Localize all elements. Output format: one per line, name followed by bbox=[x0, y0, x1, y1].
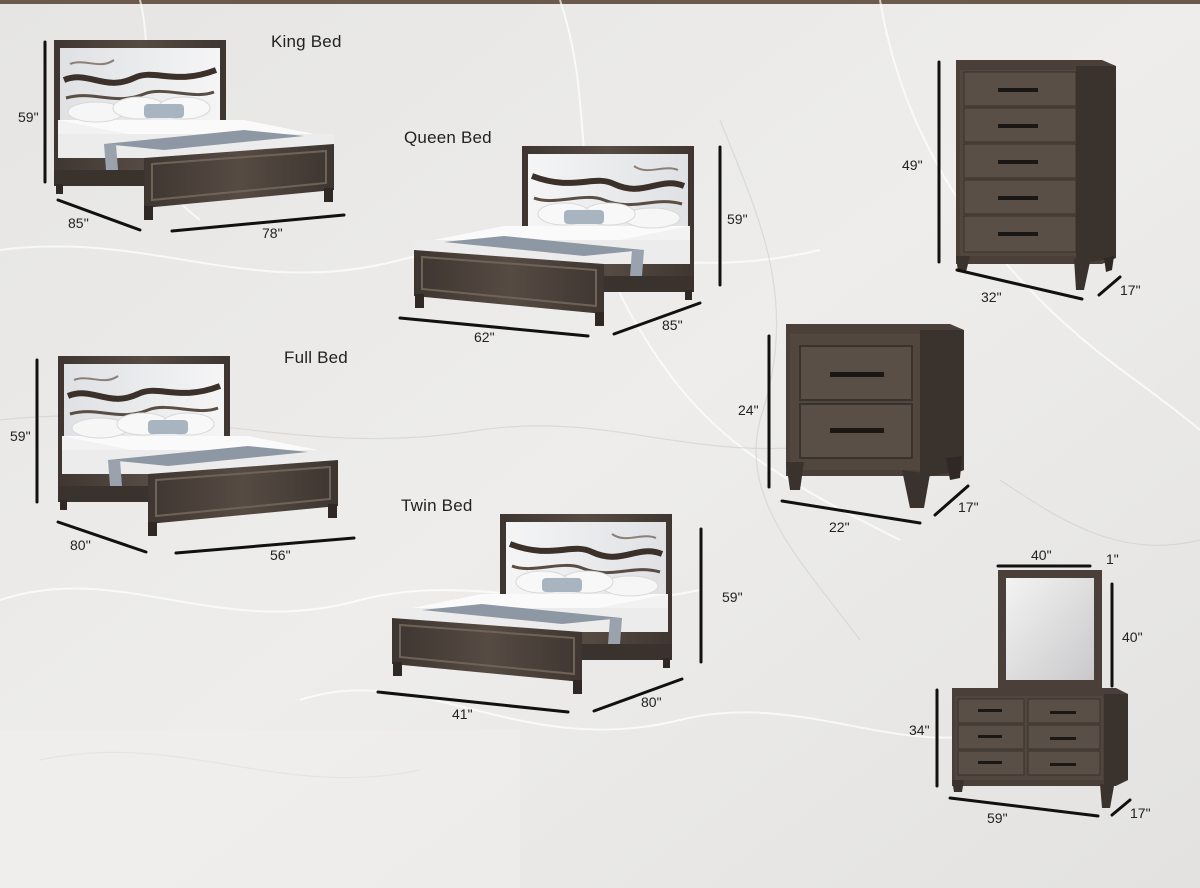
mirror-width-label: 40" bbox=[1031, 547, 1052, 563]
dresser-height-label: 34" bbox=[909, 722, 930, 738]
full-width-label: 56" bbox=[270, 547, 291, 563]
dresser-width-label: 59" bbox=[987, 810, 1008, 826]
mirror-depth-label: 1" bbox=[1106, 551, 1119, 567]
dresser-mirror-drawing bbox=[952, 570, 1128, 808]
queen-width-label: 62" bbox=[474, 329, 495, 345]
queen-bed-title: Queen Bed bbox=[404, 128, 492, 147]
chest-height-label: 49" bbox=[902, 157, 923, 173]
queen-height-label: 59" bbox=[727, 211, 748, 227]
mirror-height-label: 40" bbox=[1122, 629, 1143, 645]
king-length-label: 85'' bbox=[68, 215, 89, 231]
dimension-lines bbox=[35, 40, 1132, 818]
full-length-label: 80'' bbox=[70, 537, 91, 553]
king-height-label: 59" bbox=[18, 109, 39, 125]
king-width-label: 78" bbox=[262, 225, 283, 241]
king-bed-title: King Bed bbox=[271, 32, 342, 51]
twin-height-label: 59" bbox=[722, 589, 743, 605]
chest-width-label: 32" bbox=[981, 289, 1002, 305]
top-border bbox=[0, 0, 1200, 4]
twin-bed-title: Twin Bed bbox=[401, 496, 473, 515]
full-height-label: 59" bbox=[10, 428, 31, 444]
nightstand-depth-label: 17" bbox=[958, 499, 979, 515]
dresser-depth-label: 17" bbox=[1130, 805, 1151, 821]
chest-depth-label: 17" bbox=[1120, 282, 1141, 298]
nightstand-height-label: 24" bbox=[738, 402, 759, 418]
twin-width-label: 41" bbox=[452, 706, 473, 722]
chest-drawing bbox=[956, 60, 1116, 290]
full-bed-title: Full Bed bbox=[284, 348, 348, 367]
nightstand-width-label: 22" bbox=[829, 519, 850, 535]
twin-length-label: 80" bbox=[641, 694, 662, 710]
queen-length-label: 85" bbox=[662, 317, 683, 333]
nightstand-drawing bbox=[786, 324, 964, 508]
